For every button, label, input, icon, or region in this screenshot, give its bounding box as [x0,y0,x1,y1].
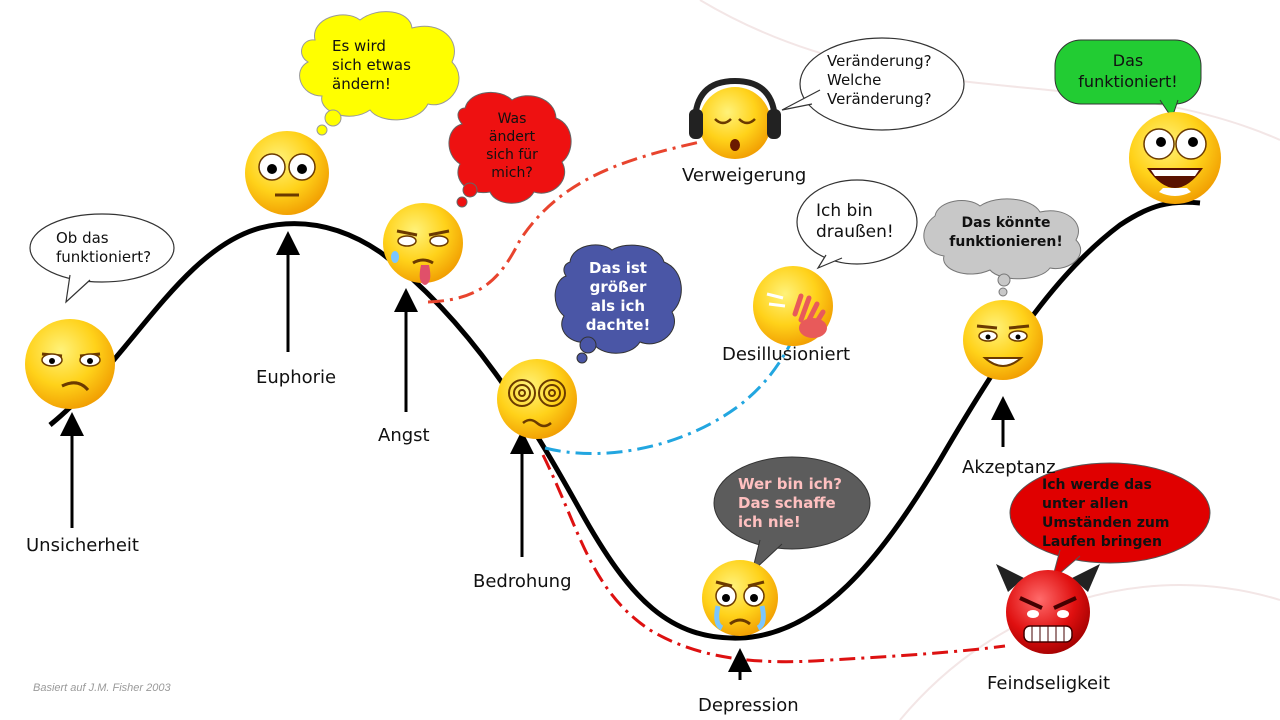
euphorie-thought-bubble [299,11,460,136]
crying-face-icon [702,560,778,636]
denial-branch [427,140,701,304]
depression-speech-bubble [713,456,871,574]
stage-label-depression: Depression [698,695,799,716]
stage-label-unsicherheit: Unsicherheit [26,535,139,556]
stage-label-verweigerung: Verweigerung [682,165,807,186]
stage-label-euphorie: Euphorie [256,367,337,388]
stage-label-bedrohung: Bedrohung [473,571,572,592]
stage-label-angst: Angst [378,425,430,446]
unsicherheit-speech-bubble [29,213,175,304]
stage-label-desillusioniert: Desillusioniert [722,344,851,365]
verweigerung-speech-bubble [781,37,965,131]
facepalm-face-icon [753,266,833,346]
akzeptanz-thought-bubble [923,198,1082,297]
anxious-face-icon [383,203,463,285]
stage-label-akzeptanz: Akzeptanz [962,457,1056,478]
source-credit: Basiert auf J.M. Fisher 2003 [33,682,171,694]
smirking-face-icon [963,300,1043,380]
devil-face-icon [996,564,1100,654]
background-swoosh [699,0,1280,141]
desillusioniert-speech-bubble [796,179,918,270]
hostility-branch [541,454,1006,664]
stage-arrows [60,231,1015,680]
angst-thought-bubble [448,91,572,208]
grinning-face-icon [1129,112,1221,204]
skeptical-face-icon [25,319,115,409]
disillusion-branch [544,334,797,456]
dizzy-face-icon [497,359,577,439]
bedrohung-thought-bubble [554,244,682,364]
stage-label-feindseligkeit: Feindseligkeit [987,673,1111,694]
transition-curve [48,199,1201,641]
euphoric-face-icon [245,131,329,215]
headphones-face-icon [689,77,781,159]
